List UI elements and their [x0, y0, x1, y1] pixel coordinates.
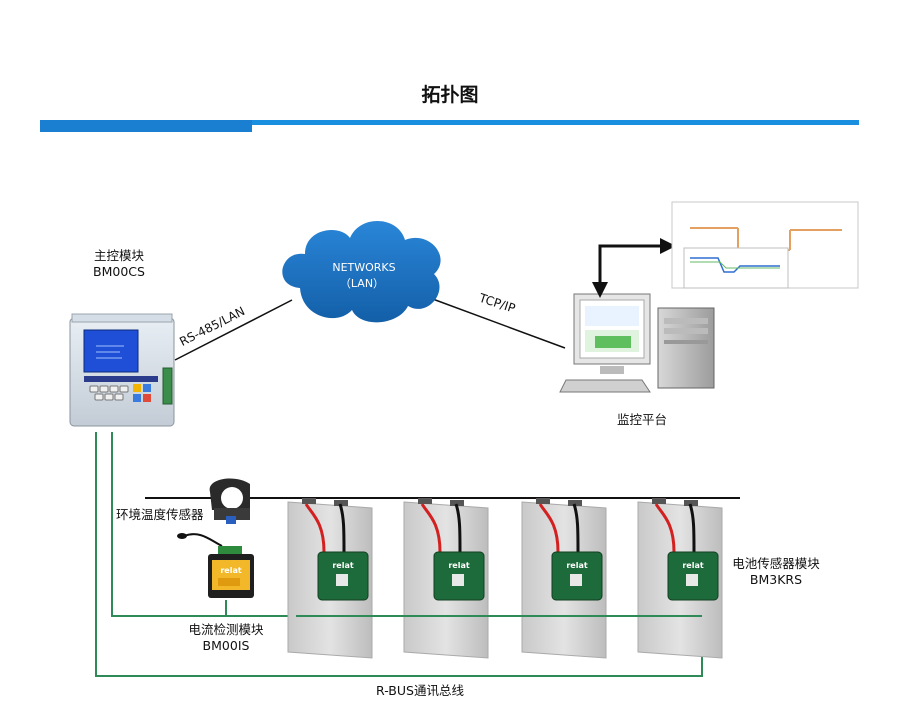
arrow-head-right: [660, 238, 676, 254]
battery-sensor-model: BM3KRS: [749, 572, 803, 587]
battery-1: relat: [287, 498, 373, 659]
battery-3: relat: [521, 498, 607, 659]
page-title: 拓扑图: [421, 84, 479, 106]
main-module-model: BM00CS: [93, 264, 145, 279]
current-clamp-sensor: [209, 478, 250, 524]
main-controller-device: [69, 313, 175, 427]
current-module-brand: relat: [220, 566, 242, 575]
current-module-model: BM00IS: [202, 638, 250, 653]
svg-text:relat: relat: [566, 561, 588, 570]
svg-text:relat: relat: [682, 561, 704, 570]
controller-screen: [83, 329, 139, 373]
battery-2: relat: [403, 498, 489, 659]
network-label-1: NETWORKS: [332, 261, 395, 274]
arrow-head-down: [592, 282, 608, 298]
main-module-label: 主控模块 BM00CS: [84, 248, 154, 280]
battery-sensor-name: 电池传感器模块: [732, 556, 820, 571]
battery-4: relat: [637, 498, 723, 659]
env-sensor-label: 环境温度传感器: [116, 507, 204, 522]
arrow-line: [598, 244, 668, 292]
battery-sensor-label: 电池传感器模块 BM3KRS: [728, 556, 824, 588]
tcpip-link-line: [429, 297, 566, 349]
rs485-link-line: [174, 299, 293, 361]
battery-row: relat relat relat: [287, 498, 723, 659]
title-rule-accent: [40, 120, 252, 132]
title-rule: [40, 120, 859, 125]
platform-chart-window: [671, 201, 859, 289]
network-cloud: [282, 220, 441, 323]
bus-label: R-BUS通讯总线: [376, 683, 464, 698]
temp-probe-tip: [177, 533, 187, 539]
svg-text:relat: relat: [448, 561, 470, 570]
network-label-2: （LAN）: [340, 277, 384, 290]
tcpip-label: TCP/IP: [476, 291, 517, 316]
current-module-device: relat: [208, 546, 254, 598]
temp-probe-cable: [183, 533, 223, 547]
current-module-label: 电流检测模块 BM00IS: [178, 622, 274, 654]
rs485-label: RS-485/LAN: [177, 304, 247, 349]
monitoring-computer: [559, 293, 715, 393]
main-module-name: 主控模块: [93, 248, 144, 263]
platform-label: 监控平台: [616, 412, 667, 427]
r-bus-inner-line: [111, 432, 296, 617]
current-module-name: 电流检测模块: [188, 622, 264, 637]
svg-text:relat: relat: [332, 561, 354, 570]
